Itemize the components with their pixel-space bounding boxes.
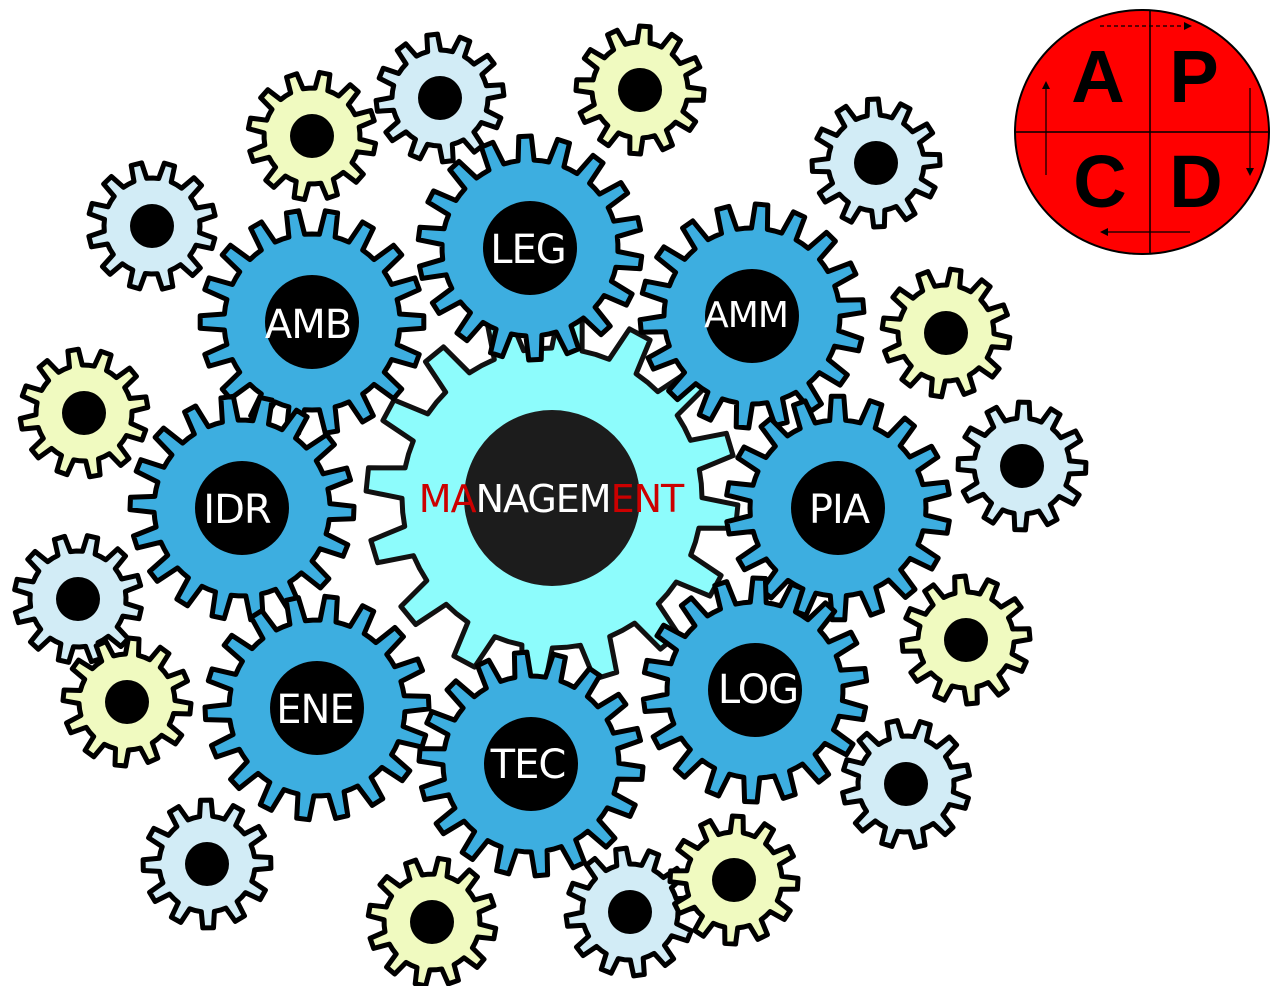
tec-gear-icon bbox=[416, 649, 646, 879]
pdca-arrow-heads bbox=[1042, 22, 1254, 236]
amm-gear-icon-hub bbox=[705, 269, 799, 363]
management-label-part-3: ENT bbox=[610, 477, 685, 521]
small-gear-icon-10 bbox=[899, 573, 1033, 707]
pdca-letter-c: C bbox=[1073, 140, 1127, 223]
center-gear-icon-hub bbox=[464, 410, 640, 586]
small-gear-icon-12-hub bbox=[884, 762, 928, 806]
small-gear-icon-9-hub bbox=[56, 577, 100, 621]
small-gear-icon-4 bbox=[86, 160, 218, 292]
pdca-cycle-arrows bbox=[1045, 25, 1251, 233]
management-label: MANAGEMENT bbox=[418, 477, 685, 521]
small-gear-icon-5-hub bbox=[854, 141, 898, 185]
small-gear-icon-2 bbox=[373, 31, 507, 165]
pia-gear-icon bbox=[724, 393, 952, 623]
idr-gear-icon-hub bbox=[195, 461, 289, 555]
amm-gear-icon bbox=[637, 201, 867, 431]
gear-label-idr: IDR bbox=[203, 487, 271, 533]
pia-gear-icon-hub bbox=[791, 461, 885, 555]
small-gear-icon-14-hub bbox=[410, 900, 454, 944]
idr-gear-icon bbox=[127, 393, 357, 623]
gear-label-amm: AMM bbox=[704, 295, 789, 336]
small-gear-icon-1 bbox=[245, 69, 379, 203]
ene-gear-icon-hub bbox=[270, 661, 364, 755]
small-gear-icon-10-hub bbox=[944, 618, 988, 662]
amb-gear-icon bbox=[197, 208, 427, 436]
gear-label-pia: PIA bbox=[808, 487, 870, 533]
gear-label-amb: AMB bbox=[264, 302, 352, 348]
small-gear-icon-8-hub bbox=[1000, 444, 1044, 488]
management-label-part-1: MA bbox=[418, 477, 477, 521]
small-gear-icon-15-hub bbox=[608, 890, 652, 934]
small-gear-icon-16 bbox=[667, 813, 801, 947]
small-gear-icon-4-hub bbox=[130, 204, 174, 248]
gear-label-ene: ENE bbox=[276, 687, 354, 733]
amb-gear-icon-hub bbox=[265, 275, 359, 369]
log-gear-icon bbox=[640, 575, 870, 805]
small-gear-icon-5 bbox=[809, 96, 943, 230]
small-gear-icon-7 bbox=[17, 346, 151, 480]
small-gear-icon-1-hub bbox=[290, 114, 334, 158]
pdca-letter-p: P bbox=[1169, 35, 1219, 118]
small-gear-icon-14 bbox=[365, 855, 499, 986]
leg-gear-icon bbox=[415, 133, 645, 363]
pdca-letter-a: A bbox=[1071, 35, 1125, 118]
gear-label-log: LOG bbox=[717, 667, 799, 713]
tec-gear-icon-hub bbox=[484, 717, 578, 811]
leg-gear-icon-hub bbox=[483, 201, 577, 295]
small-gear-icon-6 bbox=[879, 266, 1013, 400]
small-gear-icon-13 bbox=[140, 797, 274, 931]
small-gear-icon-9 bbox=[12, 533, 144, 665]
ene-gear-icon bbox=[202, 593, 432, 823]
small-gear-icon-6-hub bbox=[924, 311, 968, 355]
pdca-letter-d: D bbox=[1169, 140, 1223, 223]
small-gear-icon-3-hub bbox=[618, 68, 662, 112]
small-gear-icon-8 bbox=[955, 399, 1089, 533]
small-gear-icon-3 bbox=[573, 23, 707, 157]
gear-label-tec: TEC bbox=[490, 742, 567, 788]
gear-label-leg: LEG bbox=[490, 227, 567, 273]
small-gear-icon-7-hub bbox=[62, 391, 106, 435]
small-gear-icon-15 bbox=[563, 845, 697, 979]
small-gear-icon-16-hub bbox=[712, 858, 756, 902]
log-gear-icon-hub bbox=[708, 643, 802, 737]
small-gear-icon-13-hub bbox=[185, 842, 229, 886]
small-gear-icon-12 bbox=[840, 718, 972, 850]
small-gear-icon-2-hub bbox=[418, 76, 462, 120]
center-gear-icon bbox=[363, 309, 741, 687]
small-gear-icon-11 bbox=[60, 635, 194, 769]
small-gear-icon-11-hub bbox=[105, 680, 149, 724]
management-label-part-2: NAGEM bbox=[475, 477, 612, 521]
